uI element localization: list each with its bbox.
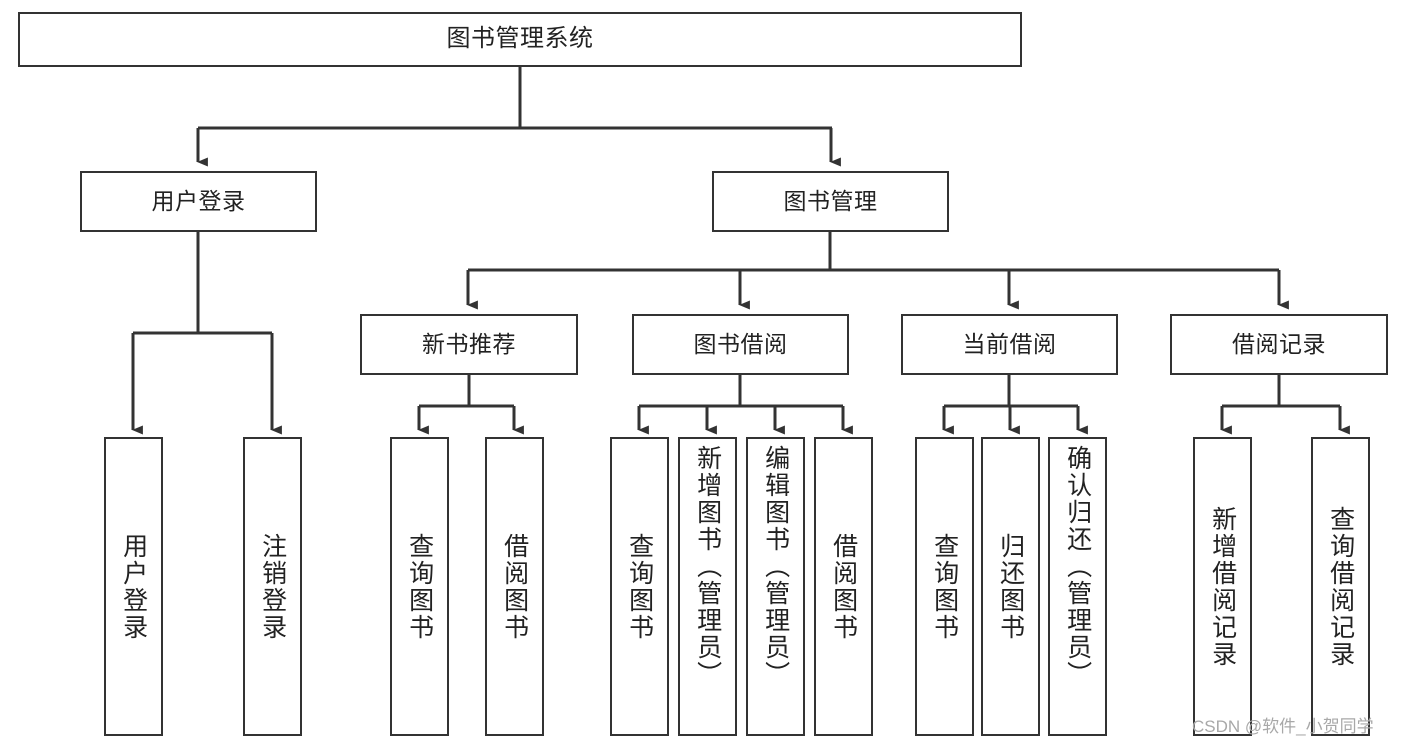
- node-current-borrow[interactable]: 当前借阅: [901, 314, 1118, 375]
- leaf-confirm-return-label: 确认归还（管理员）: [1063, 445, 1092, 688]
- leaf-user-logout-label: 注销登录: [258, 532, 287, 641]
- leaf-add-book[interactable]: 新增图书（管理员）: [678, 437, 737, 736]
- node-book-borrow-label: 图书借阅: [693, 330, 788, 357]
- leaf-borrow-book-1[interactable]: 借阅图书: [485, 437, 544, 736]
- leaf-query-book-1-label: 查询图书: [405, 532, 434, 641]
- node-borrow-record[interactable]: 借阅记录: [1170, 314, 1388, 375]
- leaf-add-record[interactable]: 新增借阅记录: [1193, 437, 1252, 736]
- leaf-add-book-label: 新增图书（管理员）: [693, 445, 722, 688]
- leaf-confirm-return[interactable]: 确认归还（管理员）: [1048, 437, 1107, 736]
- leaf-edit-book[interactable]: 编辑图书（管理员）: [746, 437, 805, 736]
- leaf-return-book[interactable]: 归还图书: [981, 437, 1040, 736]
- node-book-borrow[interactable]: 图书借阅: [632, 314, 849, 375]
- node-user-login[interactable]: 用户登录: [80, 171, 317, 232]
- node-book-manage[interactable]: 图书管理: [712, 171, 949, 232]
- leaf-query-book-3-label: 查询图书: [930, 532, 959, 641]
- leaf-add-record-label: 新增借阅记录: [1208, 505, 1237, 668]
- node-book-manage-label: 图书管理: [783, 187, 878, 214]
- leaf-return-book-label: 归还图书: [996, 532, 1025, 641]
- leaf-borrow-book-2-label: 借阅图书: [829, 532, 858, 641]
- leaf-query-book-1[interactable]: 查询图书: [390, 437, 449, 736]
- node-root-label: 图书管理系统: [446, 25, 594, 53]
- leaf-user-login[interactable]: 用户登录: [104, 437, 163, 736]
- leaf-borrow-book-2[interactable]: 借阅图书: [814, 437, 873, 736]
- node-root[interactable]: 图书管理系统: [18, 12, 1022, 67]
- leaf-query-book-2[interactable]: 查询图书: [610, 437, 669, 736]
- leaf-edit-book-label: 编辑图书（管理员）: [761, 445, 790, 688]
- leaf-borrow-book-1-label: 借阅图书: [500, 532, 529, 641]
- node-current-borrow-label: 当前借阅: [962, 330, 1057, 357]
- leaf-query-record-label: 查询借阅记录: [1326, 505, 1355, 668]
- leaf-query-book-3[interactable]: 查询图书: [915, 437, 974, 736]
- node-new-book-recommend[interactable]: 新书推荐: [360, 314, 578, 375]
- leaf-user-logout[interactable]: 注销登录: [243, 437, 302, 736]
- leaf-query-book-2-label: 查询图书: [625, 532, 654, 641]
- node-borrow-record-label: 借阅记录: [1232, 330, 1326, 357]
- node-new-book-recommend-label: 新书推荐: [422, 330, 516, 357]
- leaf-query-record[interactable]: 查询借阅记录: [1311, 437, 1370, 736]
- leaf-user-login-label: 用户登录: [119, 532, 148, 641]
- watermark: CSDN @软件_小贺同学: [1192, 717, 1374, 736]
- node-user-login-label: 用户登录: [151, 187, 246, 214]
